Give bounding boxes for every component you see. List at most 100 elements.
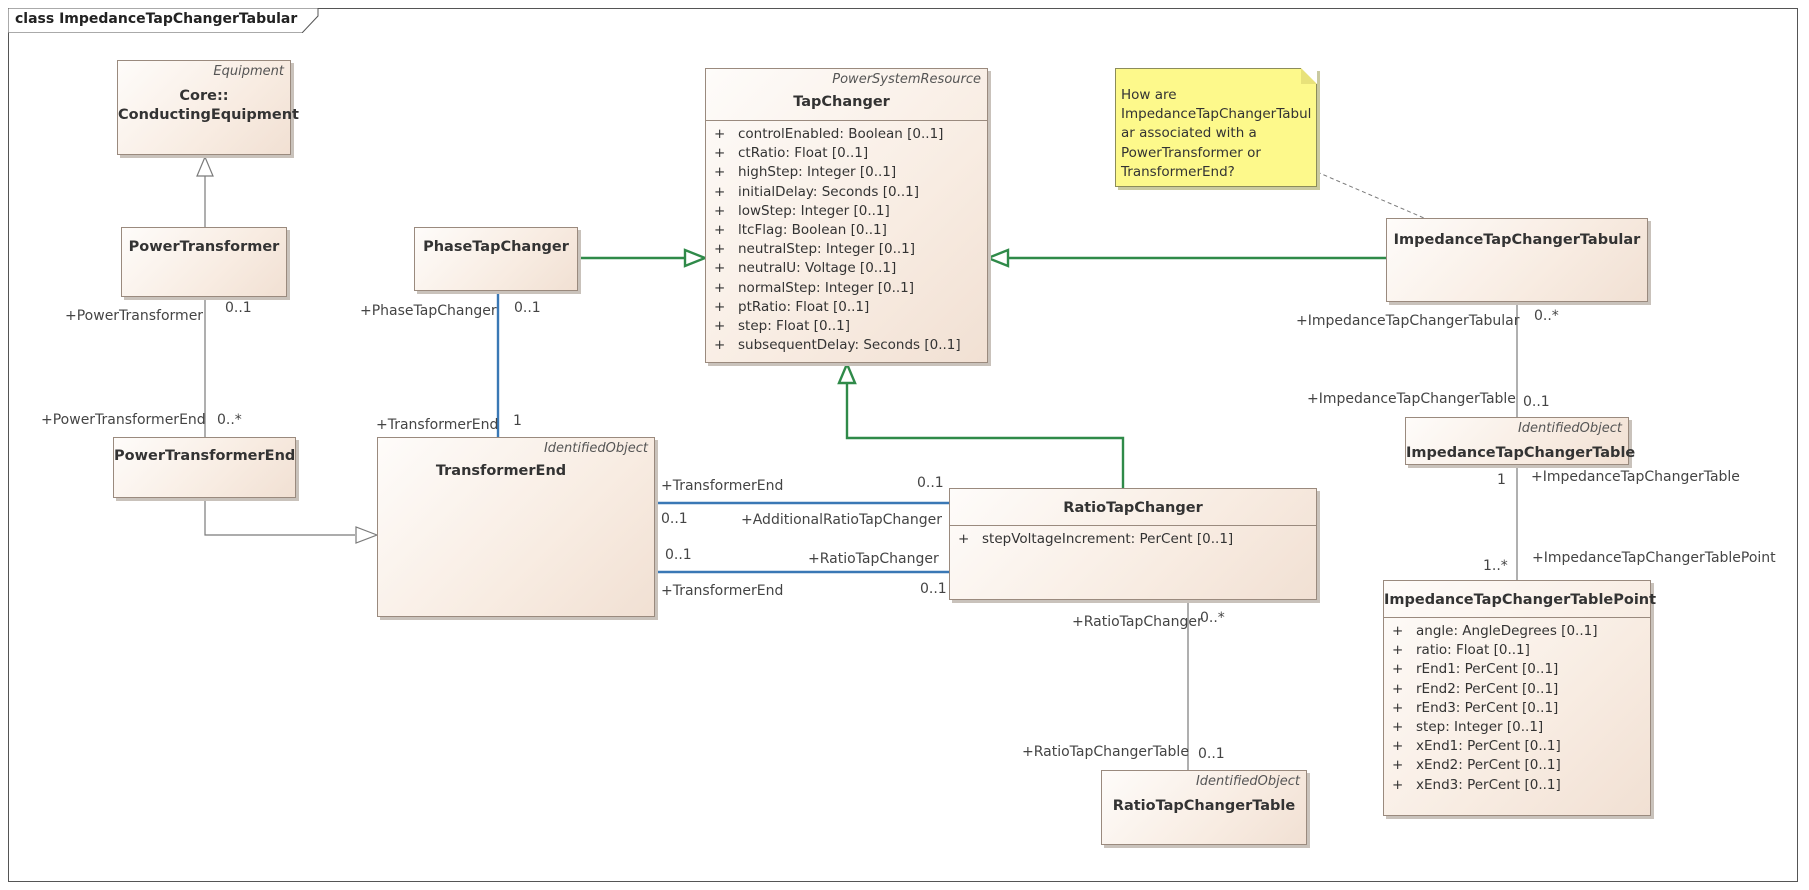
frame-tab xyxy=(8,8,319,33)
attribute-text: xEnd2: PerCent [0..1] xyxy=(1416,757,1561,774)
attribute-row: + xEnd1: PerCent [0..1] xyxy=(1392,737,1597,756)
visibility-marker: + xyxy=(1392,718,1404,735)
attribute-text: xEnd3: PerCent [0..1] xyxy=(1416,776,1561,793)
multiplicity-label: 0..1 xyxy=(917,475,944,491)
visibility-marker: + xyxy=(714,183,726,200)
visibility-marker: + xyxy=(714,145,726,162)
visibility-marker: + xyxy=(1392,699,1404,716)
visibility-marker: + xyxy=(714,317,726,334)
role-label: +ImpedanceTapChangerTabular xyxy=(1296,313,1520,329)
class-name-ratio-tap-changer: RatioTapChanger xyxy=(1063,500,1203,516)
diagram-frame xyxy=(8,8,1798,882)
frame-title: class ImpedanceTapChangerTabular xyxy=(15,11,298,27)
note-connector xyxy=(1316,171,1425,219)
attribute-separator xyxy=(950,525,1316,526)
attribute-row: + step: Float [0..1] xyxy=(714,317,961,336)
attribute-text: neutralU: Voltage [0..1] xyxy=(738,260,897,277)
class-conducting-equipment[interactable]: Equipment Core:: ConductingEquipment xyxy=(117,60,299,155)
note-fold xyxy=(1301,68,1317,84)
generalization-arrowhead-tapchanger-bottom xyxy=(837,360,857,385)
multiplicity-label: 0..1 xyxy=(1198,746,1225,762)
attribute-text: step: Integer [0..1] xyxy=(1416,718,1544,735)
class-tap-changer[interactable]: PowerSystemResource TapChanger +controlE… xyxy=(705,68,988,363)
attribute-row: +lowStep: Integer [0..1] xyxy=(714,202,961,221)
multiplicity-label: 0..1 xyxy=(225,300,252,316)
note[interactable]: How are ImpedanceTapChangerTabul ar asso… xyxy=(1115,68,1317,187)
attribute-text: xEnd1: PerCent [0..1] xyxy=(1416,738,1561,755)
attribute-text: ratio: Float [0..1] xyxy=(1416,642,1530,659)
visibility-marker: + xyxy=(1392,738,1404,755)
role-label: +ImpedanceTapChangerTable xyxy=(1531,469,1740,485)
attribute-text: normalStep: Integer [0..1] xyxy=(738,279,915,296)
attribute-list-impedance-tap-changer-table-point: + angle: AngleDegrees [0..1] + ratio: Float… xyxy=(1392,622,1597,795)
attribute-row: +neutralStep: Integer [0..1] xyxy=(714,240,961,259)
multiplicity-label: 0..1 xyxy=(920,581,947,597)
attribute-text: neutralStep: Integer [0..1] xyxy=(738,241,916,258)
class-impedance-tap-changer-table[interactable]: IdentifiedObject ImpedanceTapChangerTabl… xyxy=(1405,417,1635,465)
multiplicity-label: 1 xyxy=(513,413,522,429)
attribute-row: + ratio: Float [0..1] xyxy=(1392,641,1597,660)
visibility-marker: + xyxy=(958,531,970,547)
class-transformer-end[interactable]: IdentifiedObject TransformerEnd xyxy=(377,437,655,617)
attribute-row: +rEnd1: PerCent [0..1] xyxy=(1392,660,1597,679)
stereotype-identified-object: IdentifiedObject xyxy=(543,441,648,456)
generalization-arrowhead-tapchanger-right xyxy=(984,248,1010,268)
attribute-text: angle: AngleDegrees [0..1] xyxy=(1416,623,1598,639)
visibility-marker: + xyxy=(1392,642,1404,659)
attribute-row: +rEnd2: PerCent [0..1] xyxy=(1392,680,1597,699)
attribute-text: lowStep: Integer [0..1] xyxy=(738,202,890,219)
attribute-row: +ptRatio: Float [0..1] xyxy=(714,298,961,317)
visibility-marker: + xyxy=(1392,623,1404,639)
generalization-powertransformerend-line xyxy=(204,499,355,536)
attribute-row: + neutralU: Voltage [0..1] xyxy=(714,259,961,278)
attribute-row: +xEnd2: PerCent [0..1] xyxy=(1392,756,1597,775)
attribute-row: +controlEnabled: Boolean [0..1] xyxy=(714,125,961,144)
attribute-row: + angle: AngleDegrees [0..1] xyxy=(1392,622,1597,641)
class-impedance-tap-changer-tabular[interactable]: ImpedanceTapChangerTabular xyxy=(1386,218,1648,302)
attribute-text: controlEnabled: Boolean [0..1] xyxy=(738,126,944,142)
class-phase-tap-changer[interactable]: PhaseTapChanger xyxy=(414,227,578,291)
class-name-impedance-tap-changer-tabular: ImpedanceTapChangerTabular xyxy=(1393,232,1641,248)
class-ratio-tap-changer[interactable]: RatioTapChanger + stepVoltageIncrement: P… xyxy=(949,488,1317,600)
role-label: +AdditionalRatioTapChanger xyxy=(741,512,943,528)
generalization-ratiotapchanger-line xyxy=(845,383,1125,488)
attribute-text: step: Float [0..1] xyxy=(738,317,850,334)
role-label: +ImpedanceTapChangerTablePoint xyxy=(1532,550,1776,566)
note-text: How are ImpedanceTapChangerTabul ar asso… xyxy=(1121,87,1312,180)
class-impedance-tap-changer-table-point[interactable]: ImpedanceTapChangerTablePoint + angle: An… xyxy=(1383,580,1657,816)
generalization-arrowhead-transformerend xyxy=(355,526,379,544)
class-ratio-tap-changer-table[interactable]: IdentifiedObject RatioTapChangerTable xyxy=(1101,770,1307,845)
multiplicity-label: 0..1 xyxy=(1523,394,1550,410)
attribute-row: +xEnd3: PerCent [0..1] xyxy=(1392,776,1597,795)
attribute-text: stepVoltageIncrement: PerCent [0..1] xyxy=(982,531,1234,547)
attribute-row: + stepVoltageIncrement: PerCent [0..1] xyxy=(958,530,1233,549)
attribute-text: highStep: Integer [0..1] xyxy=(738,164,897,181)
attribute-text: subsequentDelay: Seconds [0..1] xyxy=(738,337,961,354)
class-name-transformer-end: TransformerEnd xyxy=(435,463,567,479)
attribute-row: + initialDelay: Seconds [0..1] xyxy=(714,183,961,202)
class-name-tap-changer: TapChanger xyxy=(793,94,890,110)
class-power-transformer[interactable]: PowerTransformer xyxy=(121,227,287,297)
multiplicity-label: 0..* xyxy=(217,412,242,428)
multiplicity-label: 0..* xyxy=(1200,610,1225,626)
attribute-list-ratio-tap-changer: + stepVoltageIncrement: PerCent [0..1] xyxy=(958,530,1233,549)
visibility-marker: + xyxy=(714,337,726,354)
multiplicity-label: 1 xyxy=(1497,472,1506,488)
generalization-arrowhead-conductingequipment xyxy=(196,155,214,177)
stereotype-identified-object: IdentifiedObject xyxy=(1517,421,1622,436)
visibility-marker: + xyxy=(714,260,726,277)
attribute-row: + subsequentDelay: Seconds [0..1] xyxy=(714,336,961,355)
attribute-row: +ltcFlag: Boolean [0..1] xyxy=(714,221,961,240)
class-power-transformer-end[interactable]: PowerTransformerEnd xyxy=(113,437,296,498)
attribute-row: +normalStep: Integer [0..1] xyxy=(714,279,961,298)
multiplicity-label: 1..* xyxy=(1483,558,1508,574)
role-label: +RatioTapChanger xyxy=(1072,614,1203,630)
stereotype-power-system-resource: PowerSystemResource xyxy=(832,72,981,87)
visibility-marker: + xyxy=(714,164,726,181)
class-name-impedance-tap-changer-table-point: ImpedanceTapChangerTablePoint xyxy=(1384,592,1657,608)
attribute-row: +rEnd3: PerCent [0..1] xyxy=(1392,699,1597,718)
class-name-power-transformer: PowerTransformer xyxy=(128,239,280,255)
attribute-text: ltcFlag: Boolean [0..1] xyxy=(738,221,887,238)
attribute-text: initialDelay: Seconds [0..1] xyxy=(738,183,919,200)
